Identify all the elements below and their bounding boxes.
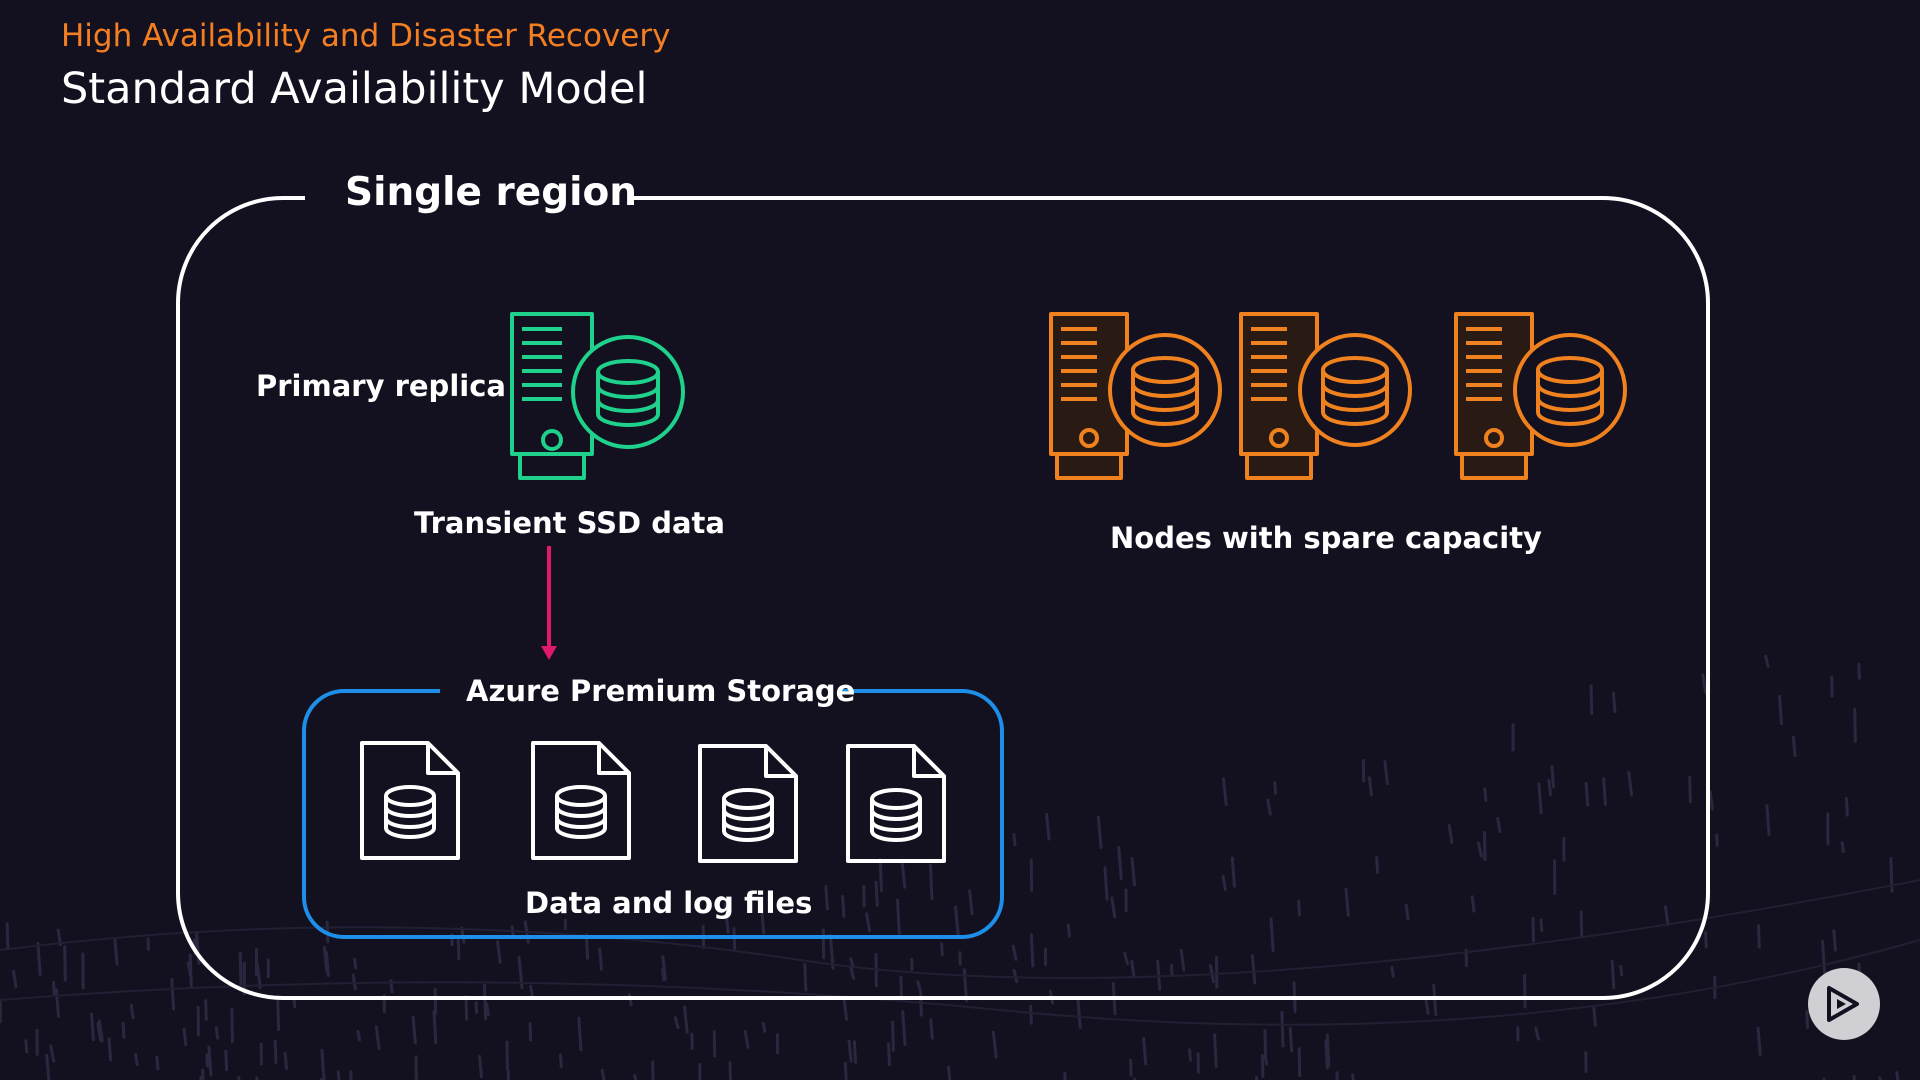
database-file-icon-4 [846, 744, 946, 863]
database-file-icon-2 [531, 741, 631, 860]
spare-node-3-icon [1454, 312, 1627, 480]
storage-border [302, 689, 1004, 939]
player-logo-button[interactable] [1808, 968, 1880, 1040]
arrow-down-icon [541, 546, 557, 660]
transient-ssd-label: Transient SSD data [414, 506, 725, 540]
database-file-icon-3 [698, 744, 798, 863]
spare-node-2-icon [1239, 312, 1412, 480]
section-subtitle: High Availability and Disaster Recovery [61, 18, 671, 54]
region-label: Single region [345, 170, 638, 215]
database-server-icon [510, 312, 685, 480]
slide-title: Standard Availability Model [61, 64, 648, 114]
play-logo-icon [1827, 986, 1859, 1022]
spare-node-1-icon [1049, 312, 1222, 480]
database-file-icon-1 [360, 741, 460, 860]
data-log-files-label: Data and log files [525, 886, 813, 920]
spare-nodes-label: Nodes with spare capacity [1110, 521, 1542, 555]
region-border [176, 196, 1710, 1000]
storage-label: Azure Premium Storage [466, 674, 856, 708]
primary-replica-label: Primary replica [256, 369, 506, 403]
